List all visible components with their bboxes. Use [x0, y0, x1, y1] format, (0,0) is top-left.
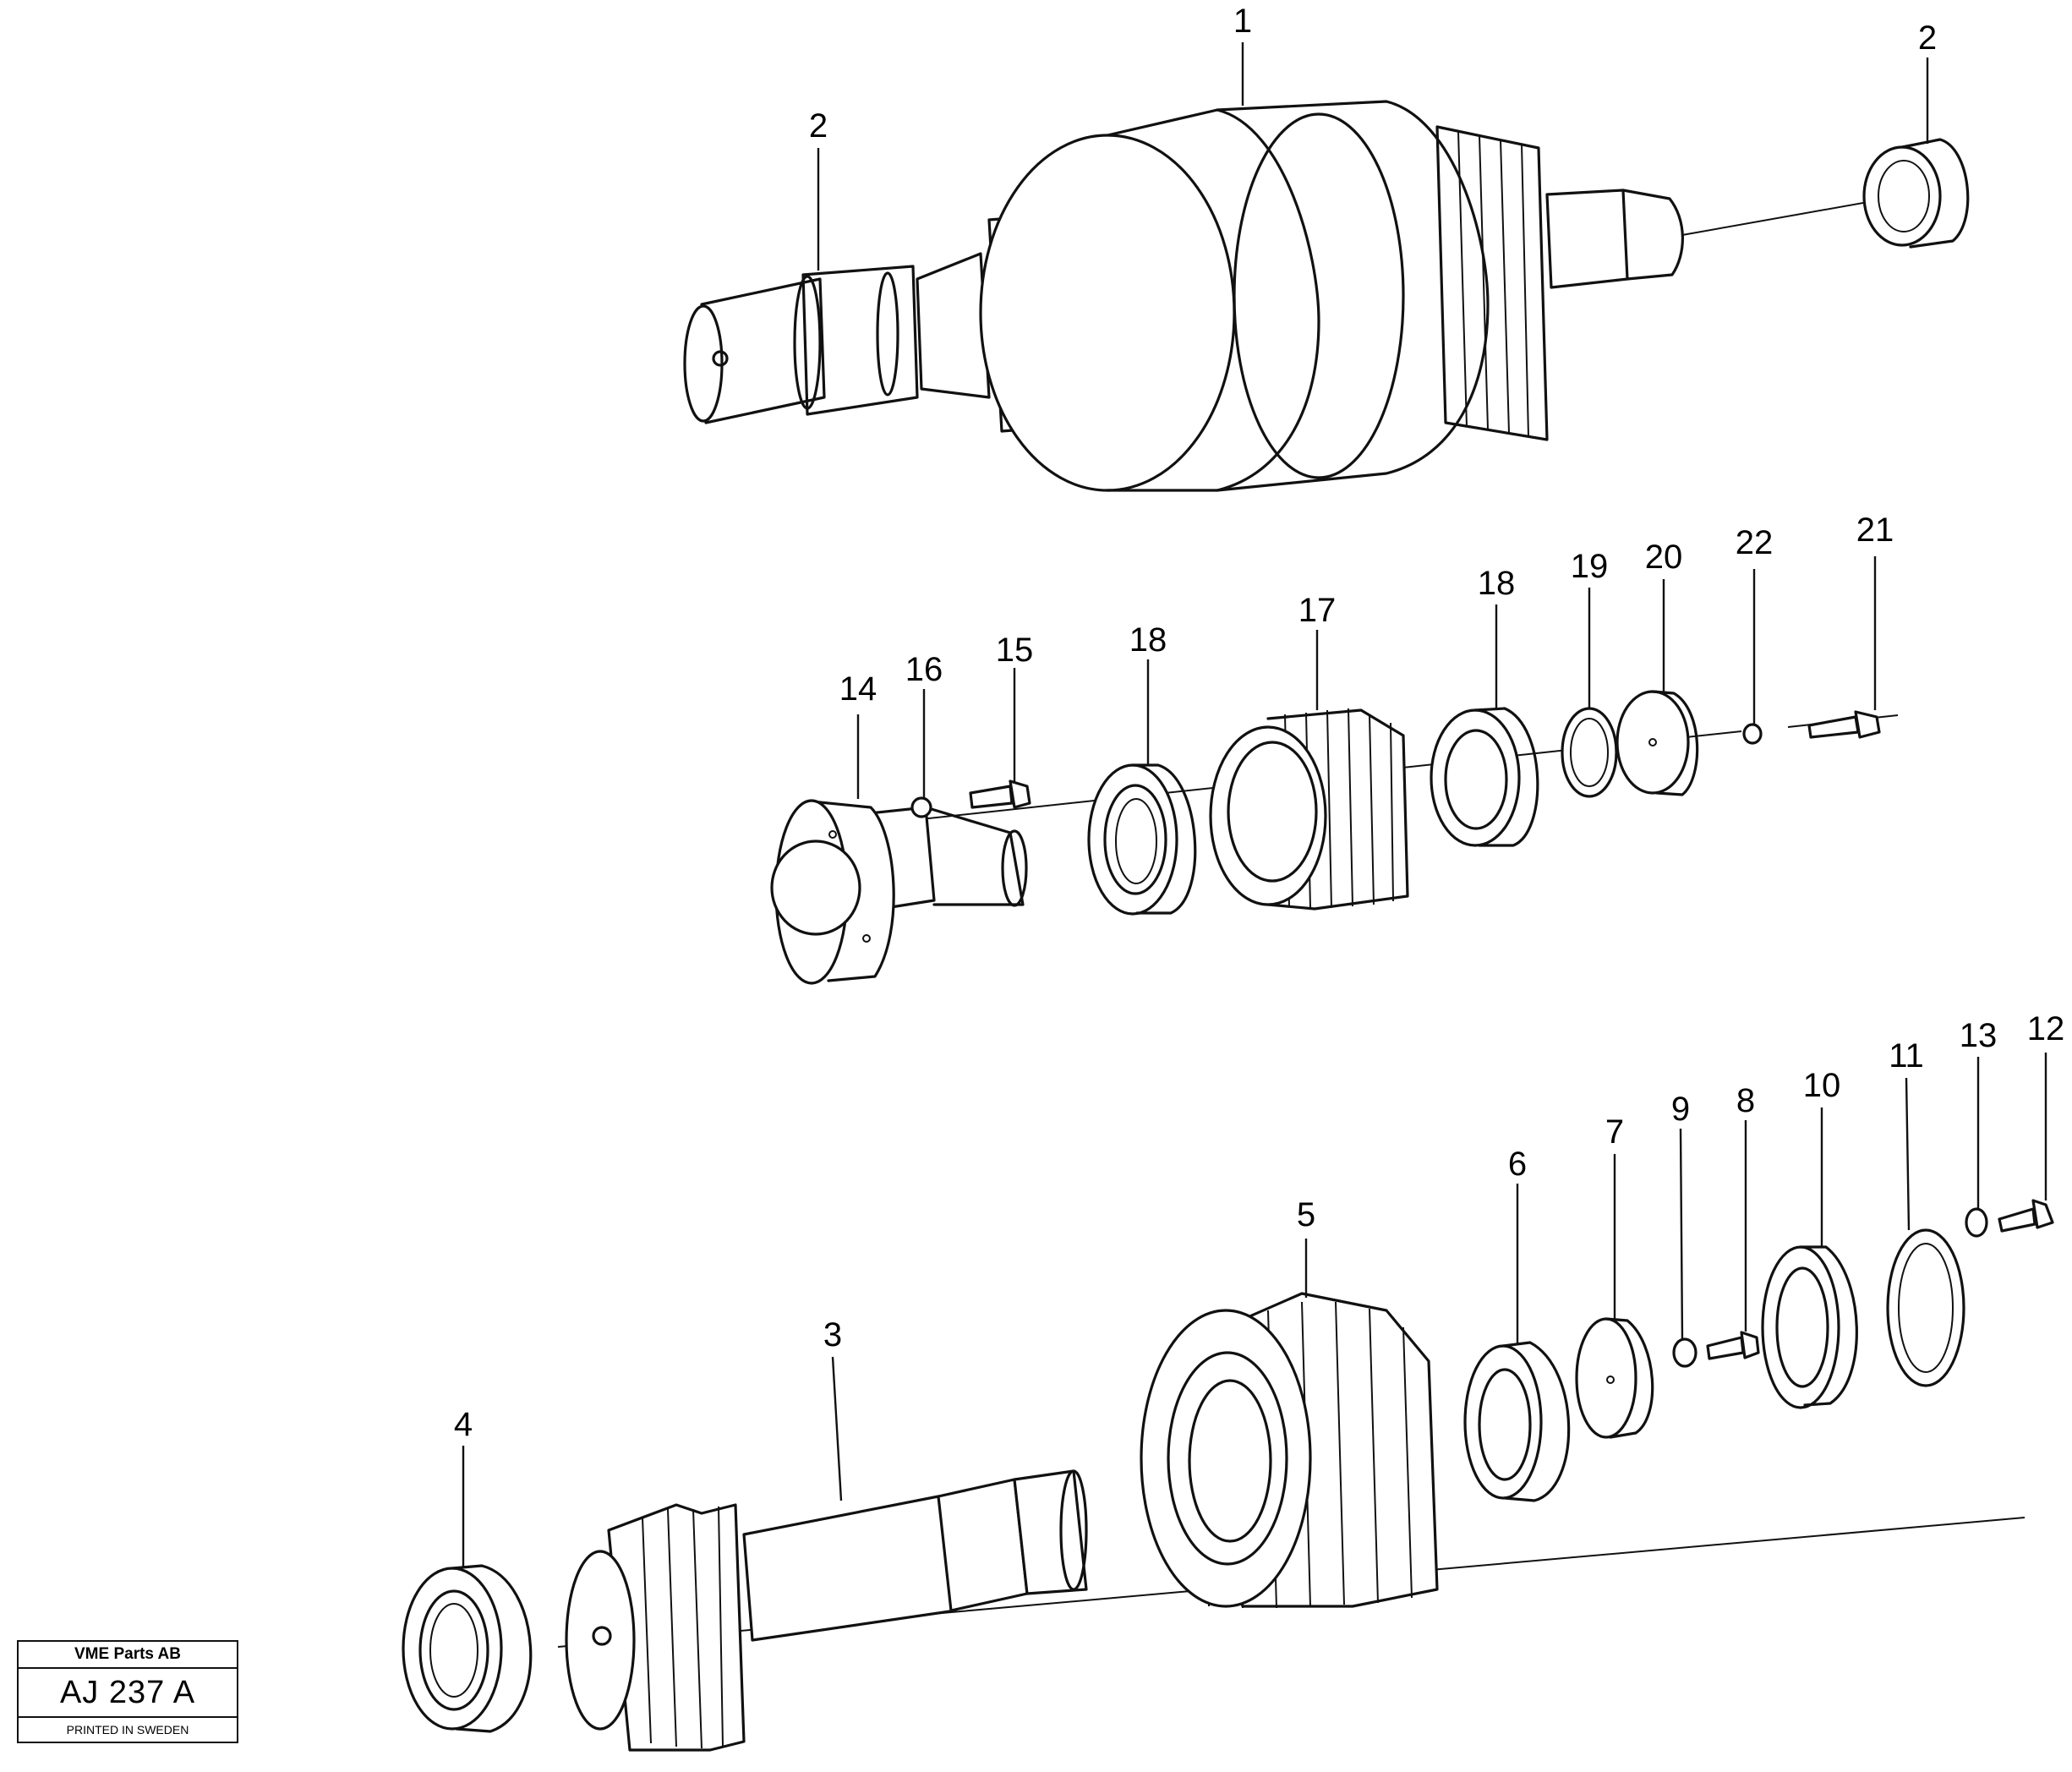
bearing-2-right	[1862, 138, 1970, 249]
title-block-printed-note: PRINTED IN SWEDEN	[66, 1723, 189, 1736]
callout-2-right: 2	[1918, 19, 1937, 57]
callout-3: 3	[823, 1316, 842, 1354]
part-15-bolt	[969, 779, 1031, 809]
part-8-bolt	[1706, 1331, 1760, 1360]
part-22-washer	[1742, 723, 1763, 745]
callout-20: 20	[1645, 539, 1683, 576]
callout-14: 14	[839, 670, 877, 708]
callout-13: 13	[1960, 1017, 1998, 1054]
title-block-company: VME Parts AB	[19, 1642, 237, 1669]
part-17-gear	[1209, 708, 1409, 911]
callout-17: 17	[1298, 592, 1337, 629]
callout-6: 6	[1508, 1146, 1527, 1183]
part-1-shaft-assembly	[683, 100, 1911, 492]
part-7-cap	[1575, 1317, 1654, 1439]
callout-16: 16	[905, 651, 943, 688]
callout-11: 11	[1889, 1037, 1924, 1075]
callout-7: 7	[1605, 1113, 1624, 1151]
callout-4: 4	[454, 1406, 473, 1443]
part-16-washer	[910, 796, 932, 818]
part-9-washer	[1672, 1337, 1698, 1368]
part-18-bearing-left	[1087, 763, 1197, 916]
part-19-ring	[1561, 707, 1618, 798]
part-10-seal	[1761, 1245, 1858, 1409]
leader-lines	[462, 42, 2047, 1568]
callout-9: 9	[1671, 1091, 1690, 1128]
part-18-bearing-right	[1430, 707, 1539, 847]
callout-5: 5	[1297, 1196, 1315, 1233]
part-13-washer	[1965, 1207, 1988, 1238]
part-20-cap	[1616, 690, 1699, 796]
callout-1: 1	[1233, 3, 1252, 40]
callout-21: 21	[1856, 511, 1894, 549]
part-4-bearing	[402, 1564, 533, 1733]
part-11-ring	[1886, 1228, 1965, 1387]
callout-8: 8	[1736, 1082, 1755, 1119]
part-3-shaft	[565, 1469, 1088, 1752]
callout-labels: 1 2 2 14 16 15 18 17 18 19 20 22 21 4 3 …	[454, 3, 2064, 1443]
callout-15: 15	[996, 632, 1034, 669]
callout-12: 12	[2027, 1010, 2065, 1047]
title-block: VME Parts AB AJ 237 A PRINTED IN SWEDEN	[17, 1640, 238, 1743]
callout-22: 22	[1736, 524, 1774, 561]
part-5-double-gear	[1140, 1292, 1439, 1609]
callout-10: 10	[1803, 1067, 1841, 1104]
callout-2-left: 2	[809, 107, 828, 145]
callout-18-left: 18	[1129, 621, 1167, 659]
callout-19: 19	[1571, 548, 1609, 585]
title-block-drawing-code: AJ 237 A	[19, 1669, 237, 1718]
part-21-bolt	[1807, 710, 1881, 739]
part-12-bolt	[1998, 1199, 2054, 1233]
part-6-bearing	[1463, 1341, 1571, 1502]
callout-18-right: 18	[1478, 565, 1516, 602]
part-14-shaft-flange	[770, 799, 1028, 985]
